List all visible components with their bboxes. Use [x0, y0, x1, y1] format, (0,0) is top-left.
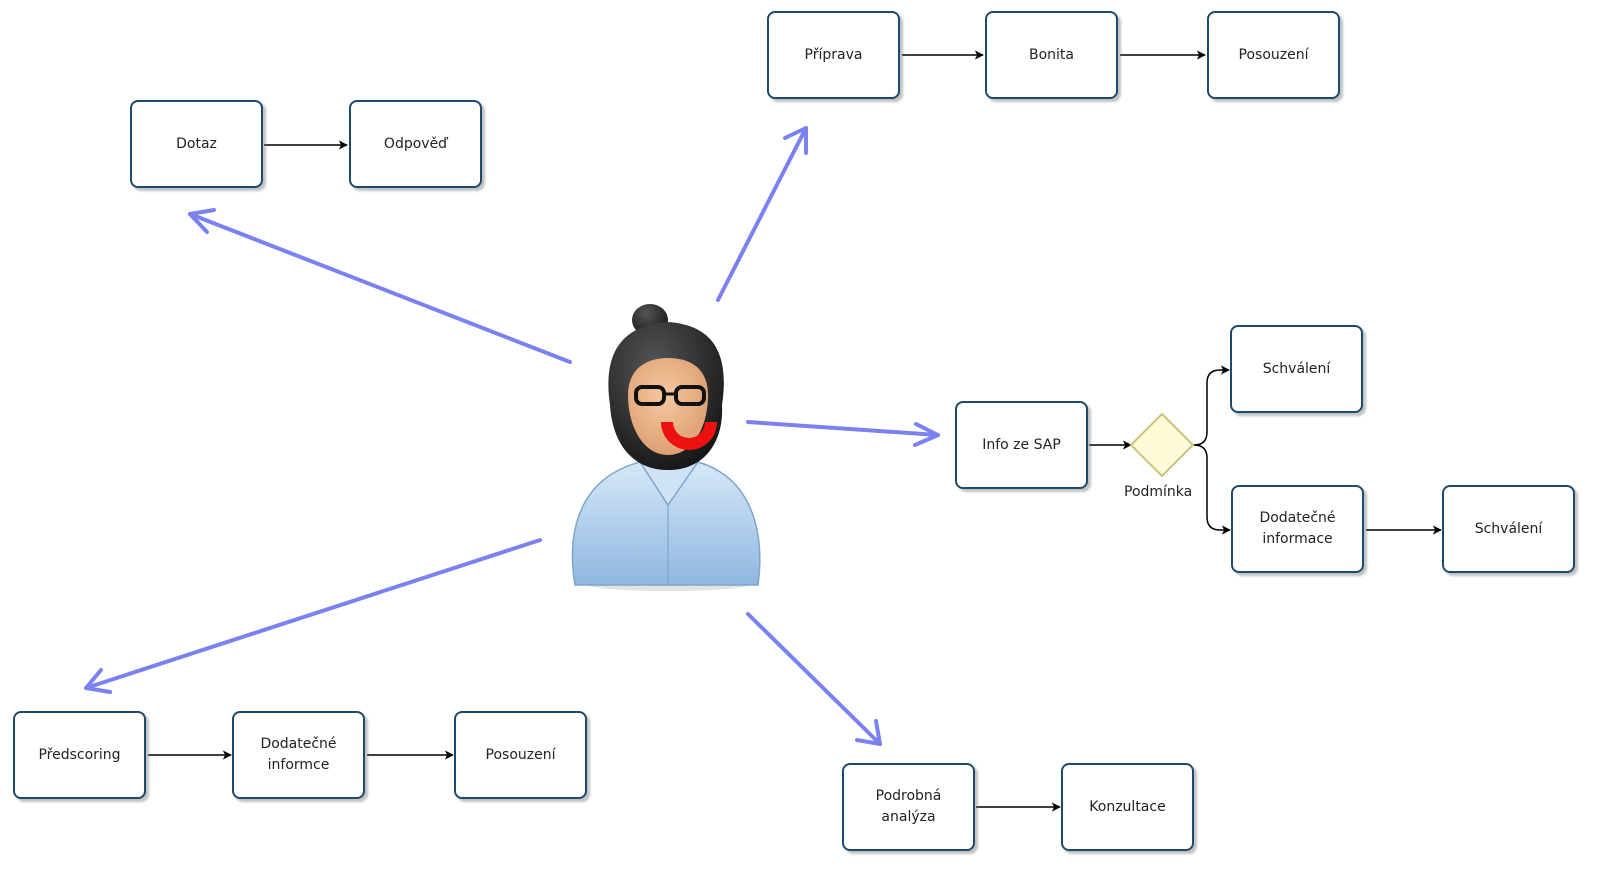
task-odpoved[interactable]: Odpověď	[349, 100, 482, 188]
arrow-to-bottom-left	[84, 538, 542, 694]
task-label: Konzultace	[1089, 798, 1166, 815]
task-dodatecne-informace[interactable]: Dodatečné informace	[1231, 485, 1364, 573]
flow-gateway-schvaleni	[1193, 365, 1230, 446]
smile-mark	[661, 422, 717, 450]
task-priprava[interactable]: Příprava	[767, 11, 900, 99]
task-konzultace[interactable]: Konzultace	[1061, 763, 1194, 851]
task-dodatecne-informce[interactable]: Dodatečné informce	[232, 711, 365, 799]
task-info-ze-sap[interactable]: Info ze SAP	[955, 401, 1088, 489]
task-label: Posouzení	[1238, 46, 1309, 63]
task-schvaleni-upper[interactable]: Schválení	[1230, 325, 1363, 413]
task-dotaz[interactable]: Dotaz	[130, 100, 263, 188]
task-label: Bonita	[1028, 46, 1074, 63]
task-label: Posouzení	[485, 746, 556, 763]
task-predscoring[interactable]: Předscoring	[13, 711, 146, 799]
task-bonita[interactable]: Bonita	[985, 11, 1118, 99]
arrow-to-right	[746, 420, 940, 447]
task-posouzeni-top[interactable]: Posouzení	[1207, 11, 1340, 99]
user-avatar-icon	[571, 304, 761, 591]
task-label: Dotaz	[176, 135, 217, 152]
radial-arrows	[84, 126, 940, 746]
task-label: Podrobná analýza	[875, 788, 942, 825]
gateway-label: Podmínka	[1124, 484, 1193, 500]
flow-gateway-dodatecne	[1193, 444, 1231, 535]
sequence-flows	[148, 50, 1442, 812]
task-label: Dodatečné informace	[1259, 510, 1336, 547]
task-podrobna-analyza[interactable]: Podrobná analýza	[842, 763, 975, 851]
task-label: Příprava	[804, 46, 863, 63]
task-label: Předscoring	[38, 746, 121, 763]
task-label: Dodatečné informce	[260, 736, 337, 773]
task-label: Schválení	[1262, 360, 1331, 377]
arrow-to-top-left	[188, 208, 572, 364]
task-posouzeni-bottom[interactable]: Posouzení	[454, 711, 587, 799]
arrow-to-top	[716, 126, 808, 302]
task-label: Odpověď	[383, 135, 448, 152]
task-label: Schválení	[1474, 520, 1543, 537]
task-label: Info ze SAP	[982, 436, 1061, 453]
gateway-diamond	[1129, 412, 1195, 478]
task-schvaleni-lower[interactable]: Schválení	[1442, 485, 1575, 573]
arrow-to-bottom	[746, 612, 882, 746]
